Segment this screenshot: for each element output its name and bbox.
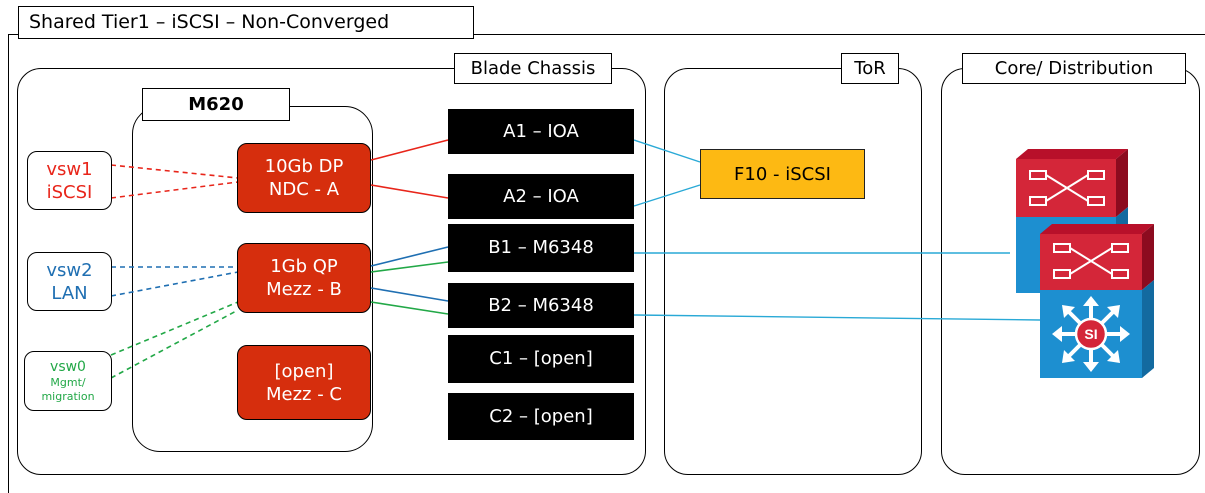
io-module-a1: A1 – IOA xyxy=(448,109,634,154)
nic-ndc-a-line1: 10Gb DP xyxy=(264,156,344,177)
mezz-b1-green xyxy=(370,261,449,273)
vsw0-role: Mgmt/ xyxy=(50,375,86,389)
ndc-a2-link xyxy=(370,184,449,199)
nic-mezz-c-line1: [open] xyxy=(274,360,334,382)
nic-ndc-a-line2: NDC - A xyxy=(268,179,340,200)
core-label: Core/ Distribution xyxy=(962,53,1186,84)
vswitch-vsw0: vsw0 Mgmt/ migration xyxy=(24,351,112,411)
vsw2-role: LAN xyxy=(51,282,88,304)
blade-chassis-panel xyxy=(17,68,646,475)
vswitch-vsw2: vsw2 LAN xyxy=(27,252,112,311)
nic-mezz-b: 1Gb QP Mezz - B xyxy=(237,243,371,313)
vsw1-name: vsw1 xyxy=(46,158,93,180)
outer-frame xyxy=(8,34,1205,493)
blade-chassis-label: Blade Chassis xyxy=(454,53,612,84)
m620-label: M620 xyxy=(142,88,290,121)
vsw0-link-1 xyxy=(110,301,239,356)
nic-ndc-a: 10Gb DP NDC - A xyxy=(237,143,371,213)
diagram-title: Shared Tier1 – iSCSI – Non-Converged xyxy=(18,6,474,39)
vswitch-vsw1: vsw1 iSCSI xyxy=(27,151,112,210)
tor-switch-f10: F10 - iSCSI xyxy=(700,149,865,199)
vsw1-link-1 xyxy=(110,164,239,179)
vsw2-name: vsw2 xyxy=(46,259,93,281)
a1-tor-uplink xyxy=(633,139,701,163)
io-module-b2: B2 – M6348 xyxy=(448,283,634,328)
io-module-a2: A2 – IOA xyxy=(448,174,634,219)
mezz-b2-green xyxy=(370,301,449,315)
nic-mezz-c-line2: Mezz - C xyxy=(265,383,342,405)
io-module-c1: C1 – [open] xyxy=(448,335,634,383)
b2-core-uplink xyxy=(633,314,1041,321)
io-module-c2: C2 – [open] xyxy=(448,393,634,440)
layer3-switch-si-icon: SI xyxy=(1040,224,1154,378)
tor-panel xyxy=(664,68,922,475)
nic-mezz-b-line1: 1Gb QP xyxy=(270,256,338,277)
ndc-a1-link xyxy=(370,139,449,161)
vsw1-link-2 xyxy=(110,181,239,199)
mezz-b2-blue xyxy=(370,287,449,302)
mezz-b1-blue xyxy=(370,246,449,267)
a2-tor-uplink xyxy=(633,184,701,207)
vsw1-role: iSCSI xyxy=(46,181,93,203)
vsw0-name: vsw0 xyxy=(50,358,86,375)
io-module-b1: B1 – M6348 xyxy=(448,224,634,272)
vsw2-link-2 xyxy=(110,271,239,297)
vsw0-link-2 xyxy=(110,309,239,379)
nic-mezz-c: [open] Mezz - C xyxy=(237,345,371,420)
si-mark: SI xyxy=(1084,326,1097,342)
nic-mezz-b-line2: Mezz - B xyxy=(266,279,342,300)
tor-label: ToR xyxy=(841,53,899,84)
vsw0-role-2: migration xyxy=(41,389,95,403)
